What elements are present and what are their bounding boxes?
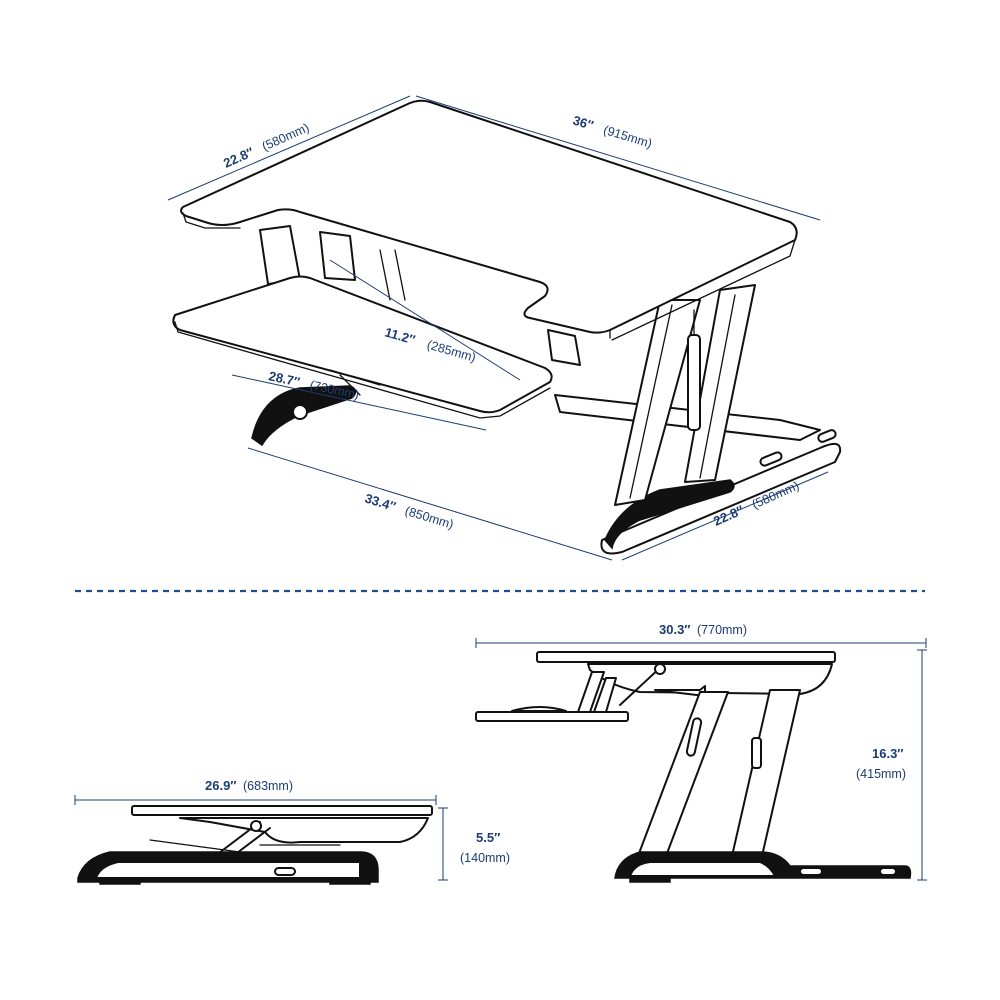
svg-text:5.5″: 5.5″ — [476, 830, 500, 845]
svg-text:(770mm): (770mm) — [697, 623, 747, 637]
raised-width-label: 30.3″ (770mm) — [659, 622, 747, 637]
svg-text:36″: 36″ — [571, 113, 595, 133]
isometric-desk-drawing — [172, 99, 842, 555]
top-dimension-lines — [167, 95, 829, 561]
svg-text:(915mm): (915mm) — [602, 123, 654, 151]
base-width-label: 33.4″ (850mm) — [363, 491, 455, 532]
collapsed-width-label: 26.9″ (683mm) — [205, 778, 293, 793]
collapsed-height-label: 5.5″ (140mm) — [460, 830, 510, 865]
raised-dimension-lines — [475, 638, 927, 881]
svg-text:(140mm): (140mm) — [460, 851, 510, 865]
raised-height-label: 16.3″ (415mm) — [856, 746, 906, 781]
collapsed-desk-drawing — [77, 805, 433, 885]
raised-desk-drawing — [475, 651, 912, 883]
svg-text:28.7″: 28.7″ — [267, 368, 301, 389]
svg-text:16.3″: 16.3″ — [872, 746, 904, 761]
width-top-label: 36″ (915mm) — [571, 113, 654, 151]
svg-text:(580mm): (580mm) — [260, 121, 311, 154]
svg-text:22.8″: 22.8″ — [221, 144, 256, 171]
collapsed-dimension-lines — [74, 795, 448, 881]
svg-text:33.4″: 33.4″ — [363, 491, 398, 515]
svg-text:(850mm): (850mm) — [403, 504, 455, 532]
svg-text:26.9″: 26.9″ — [205, 778, 237, 793]
svg-text:30.3″: 30.3″ — [659, 622, 691, 637]
svg-text:(683mm): (683mm) — [243, 779, 293, 793]
svg-text:(415mm): (415mm) — [856, 767, 906, 781]
